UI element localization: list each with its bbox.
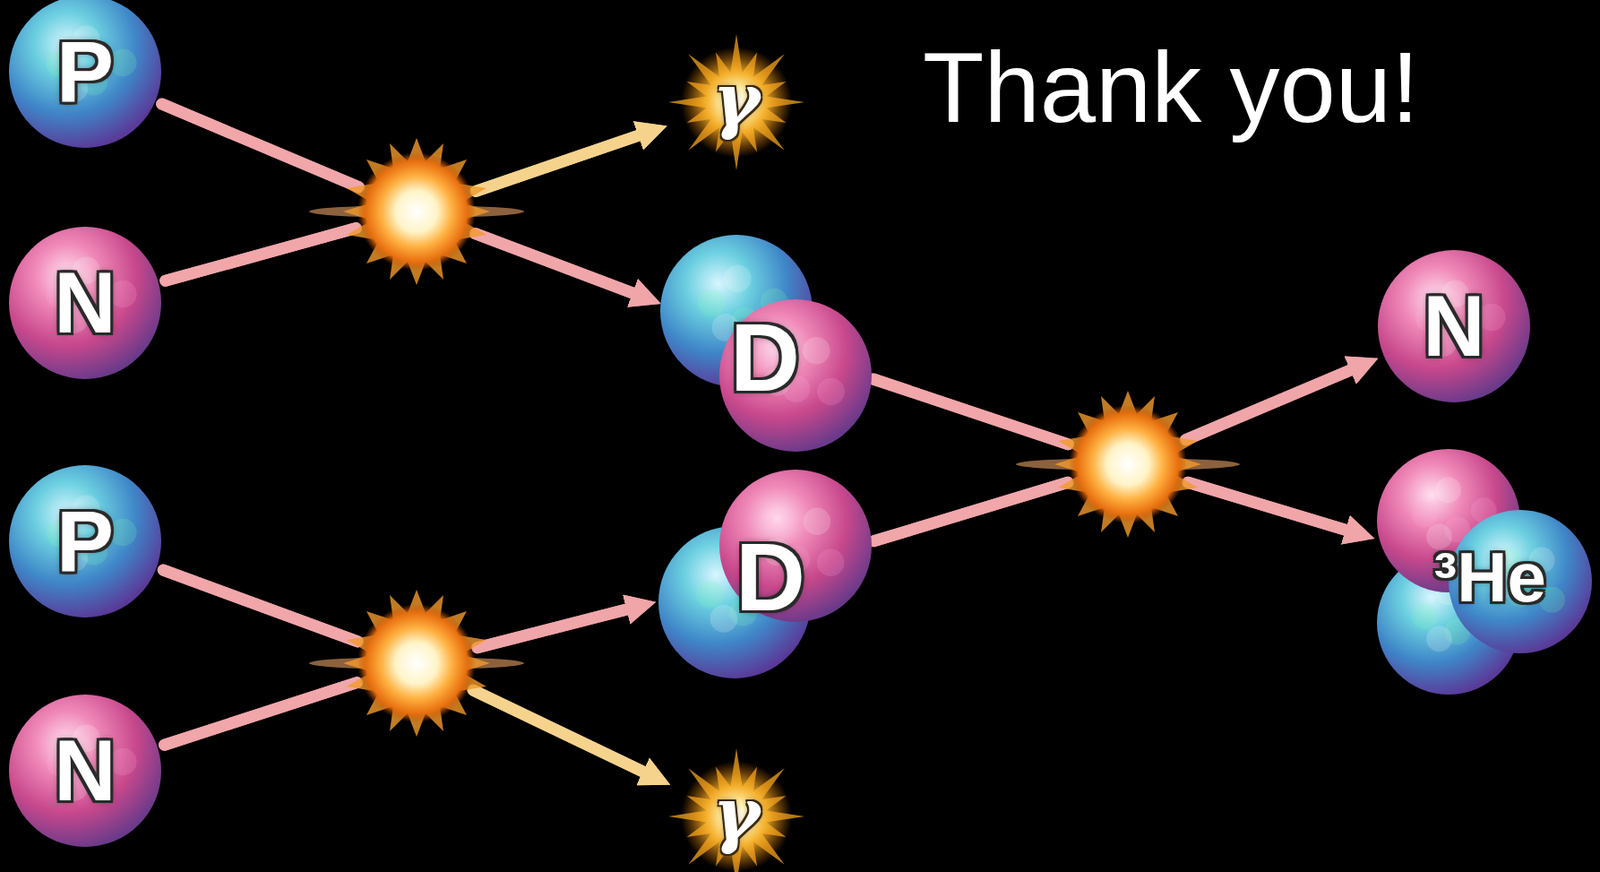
gamma-photon: γ [669,34,804,170]
arrow-segment [164,682,358,746]
bokeh-spot [817,549,845,577]
fusion-burst [309,137,525,285]
neutron-ball [8,226,162,379]
neutron-sphere: N [8,694,162,847]
arrow-segment [475,233,639,296]
glow-rays [668,34,805,171]
nucleus-label: N [53,727,116,814]
burst-spikes [343,137,491,285]
bokeh-spot [697,289,726,318]
arrow-segment [873,378,1069,445]
bokeh-spot [1411,501,1438,528]
neutron-sphere: N [1377,249,1531,403]
arrow-segment [162,103,360,188]
arrow-segment [1187,481,1351,532]
gamma-photon: γ [669,748,804,872]
deuteron-nucleus: D [658,469,872,679]
arrow-segment [473,689,649,775]
neutron-ball [1377,249,1531,403]
arrow-segment [473,689,649,775]
proton-ball [8,464,162,618]
proton-sphere: P [8,464,162,618]
bokeh-spot [696,580,724,609]
glow-rays [668,748,805,872]
deuteron-nucleus: D [660,234,872,452]
nucleus-label: D [735,528,806,626]
arrow-segment [162,103,360,188]
arrow-segment [475,133,645,191]
bokeh-spot [723,264,752,293]
reaction-arrow [873,367,1356,541]
nucleus-label: P [56,498,114,585]
nucleus-label: N [53,259,116,346]
burst-spikes [1054,390,1202,538]
reaction-arrow [165,133,645,281]
arrow-segment [475,133,645,191]
arrow-segment [165,228,357,282]
nucleus-label: D [730,309,800,406]
glow-core [680,760,792,872]
bokeh-spot [1435,476,1462,503]
bokeh-spot [817,378,845,406]
fusion-burst [1015,390,1240,538]
arrow-segment [873,481,1068,542]
fusion-burst [309,589,525,737]
arrow-segment [477,607,633,647]
particle-symbol: γ [713,777,761,850]
arrow-segment [475,233,639,296]
arrow-segment [1187,481,1351,532]
arrow-segment [1186,367,1357,439]
helium3-nucleus: ³He [1376,448,1592,695]
nucleus-label: N [1422,283,1485,370]
proton-ball [8,0,162,148]
bokeh-spot [1426,626,1453,653]
reaction-arrow [162,103,639,295]
bokeh-spot [710,604,739,633]
slide-title: Thank you! [922,32,1420,143]
bokeh-spot [802,336,831,365]
arrow-segment [163,569,358,642]
nucleus-label: P [56,28,114,115]
arrow-segment [165,228,357,282]
neutron-ball [8,694,162,847]
glow-core [680,46,792,158]
arrow-segment [873,378,1069,445]
arrow-segment [164,682,358,746]
arrow-segment [1186,367,1357,439]
neutron-ball [719,299,872,452]
burst-spikes [343,589,491,737]
nucleus-label: ³He [1433,541,1547,612]
particle-symbol: γ [713,63,761,136]
reaction-arrow [163,569,648,775]
proton-sphere: P [8,0,162,148]
arrow-segment [873,481,1068,542]
bokeh-spot [803,507,832,535]
neutron-sphere: N [8,226,162,379]
arrow-segment [163,569,358,642]
arrow-segment [477,607,633,647]
